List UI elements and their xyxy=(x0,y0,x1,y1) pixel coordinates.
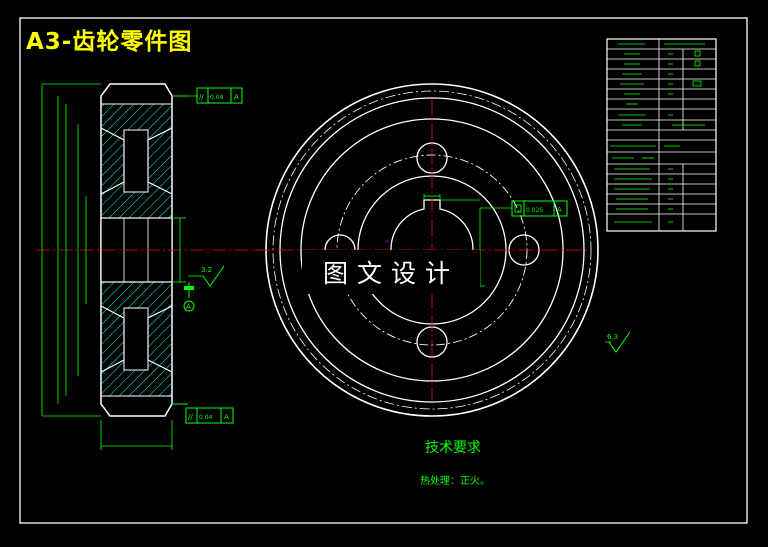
tolerance-top-datum: A xyxy=(234,93,239,101)
surface-finish-general: 6.3 xyxy=(605,331,631,353)
web-window-upper xyxy=(123,129,149,193)
datum-a-marker: A xyxy=(183,282,195,312)
tolerance-bottom-datum: A xyxy=(224,413,229,421)
arc-marker: ^ xyxy=(384,240,390,248)
tolerance-frame-top: // 0.04 A xyxy=(172,87,243,104)
surface-finish-bore: 3.2 xyxy=(188,265,225,287)
surface-finish-general-value: 6.3 xyxy=(607,333,618,341)
keyway-dimensions xyxy=(423,194,512,287)
technical-requirements-heading: 技术要求 xyxy=(425,440,481,456)
gear-parameter-table xyxy=(606,38,717,232)
tolerance-top-value: 0.04 xyxy=(210,94,224,101)
web-window-lower xyxy=(123,307,149,371)
technical-requirements-note: 热处理：正火。 xyxy=(420,476,490,487)
gear-section-view: A 3.2 // 0.04 A // 0.04 A xyxy=(36,83,262,450)
tolerance-frame-bottom: // 0.04 A xyxy=(172,403,234,424)
datum-a-label: A xyxy=(186,303,191,311)
surface-finish-bore-value: 3.2 xyxy=(201,266,212,274)
tolerance-top-symbol: // xyxy=(199,93,204,101)
sheet-border xyxy=(19,17,748,524)
tolerance-bottom-value: 0.04 xyxy=(199,414,213,421)
watermark: 图文设计 xyxy=(302,250,480,294)
drawing-title: A3-齿轮零件图 xyxy=(26,29,193,55)
tolerance-keyway-datum: A xyxy=(557,206,562,214)
tolerance-keyway-value: 0.025 xyxy=(526,207,543,214)
tolerance-frame-keyway: 0.025 A xyxy=(511,200,568,217)
tolerance-bottom-symbol: // xyxy=(188,413,193,421)
